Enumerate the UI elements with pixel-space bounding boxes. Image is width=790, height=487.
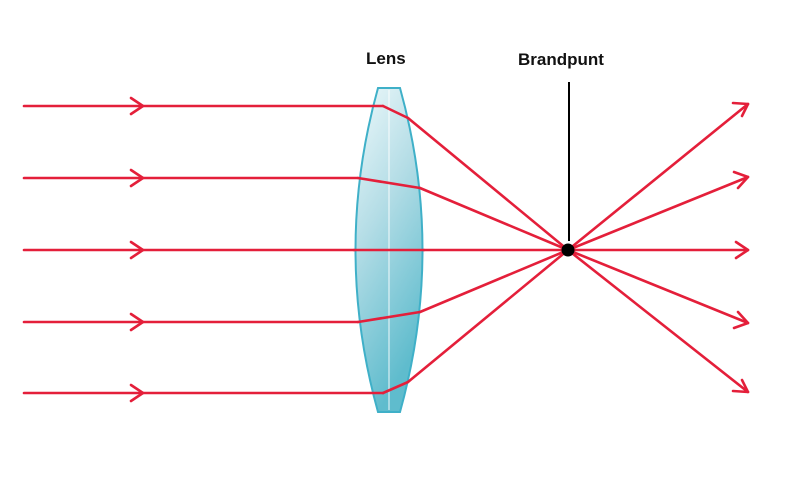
incoming-arrow-1 <box>129 96 145 116</box>
converging-ray-1 <box>406 116 570 252</box>
converging-ray-5 <box>406 248 570 384</box>
outgoing-arrow-5 <box>731 378 750 394</box>
outgoing-arrow-2 <box>732 170 750 190</box>
incoming-arrow-5 <box>129 383 145 403</box>
converging-ray-2 <box>418 186 570 252</box>
refracted-ray-4 <box>356 310 422 324</box>
incoming-arrow-2 <box>129 168 145 188</box>
converging-ray-4 <box>418 248 570 314</box>
rays <box>22 96 750 403</box>
outgoing-arrow-3 <box>734 240 750 260</box>
refracted-ray-5 <box>381 380 410 395</box>
refracted-ray-1 <box>381 104 410 120</box>
diverging-ray-2 <box>566 175 750 252</box>
incoming-arrow-3 <box>129 240 145 260</box>
refracted-ray-2 <box>356 176 422 190</box>
outgoing-arrow-1 <box>731 101 750 118</box>
diverging-ray-1 <box>566 102 750 252</box>
focal-point-dot <box>561 243 575 257</box>
diverging-ray-4 <box>566 248 750 325</box>
focal-point-label: Brandpunt <box>518 50 604 69</box>
outgoing-arrow-4 <box>732 310 750 330</box>
lens-label: Lens <box>366 49 406 68</box>
incoming-arrow-4 <box>129 312 145 332</box>
diverging-ray-5 <box>566 248 750 394</box>
